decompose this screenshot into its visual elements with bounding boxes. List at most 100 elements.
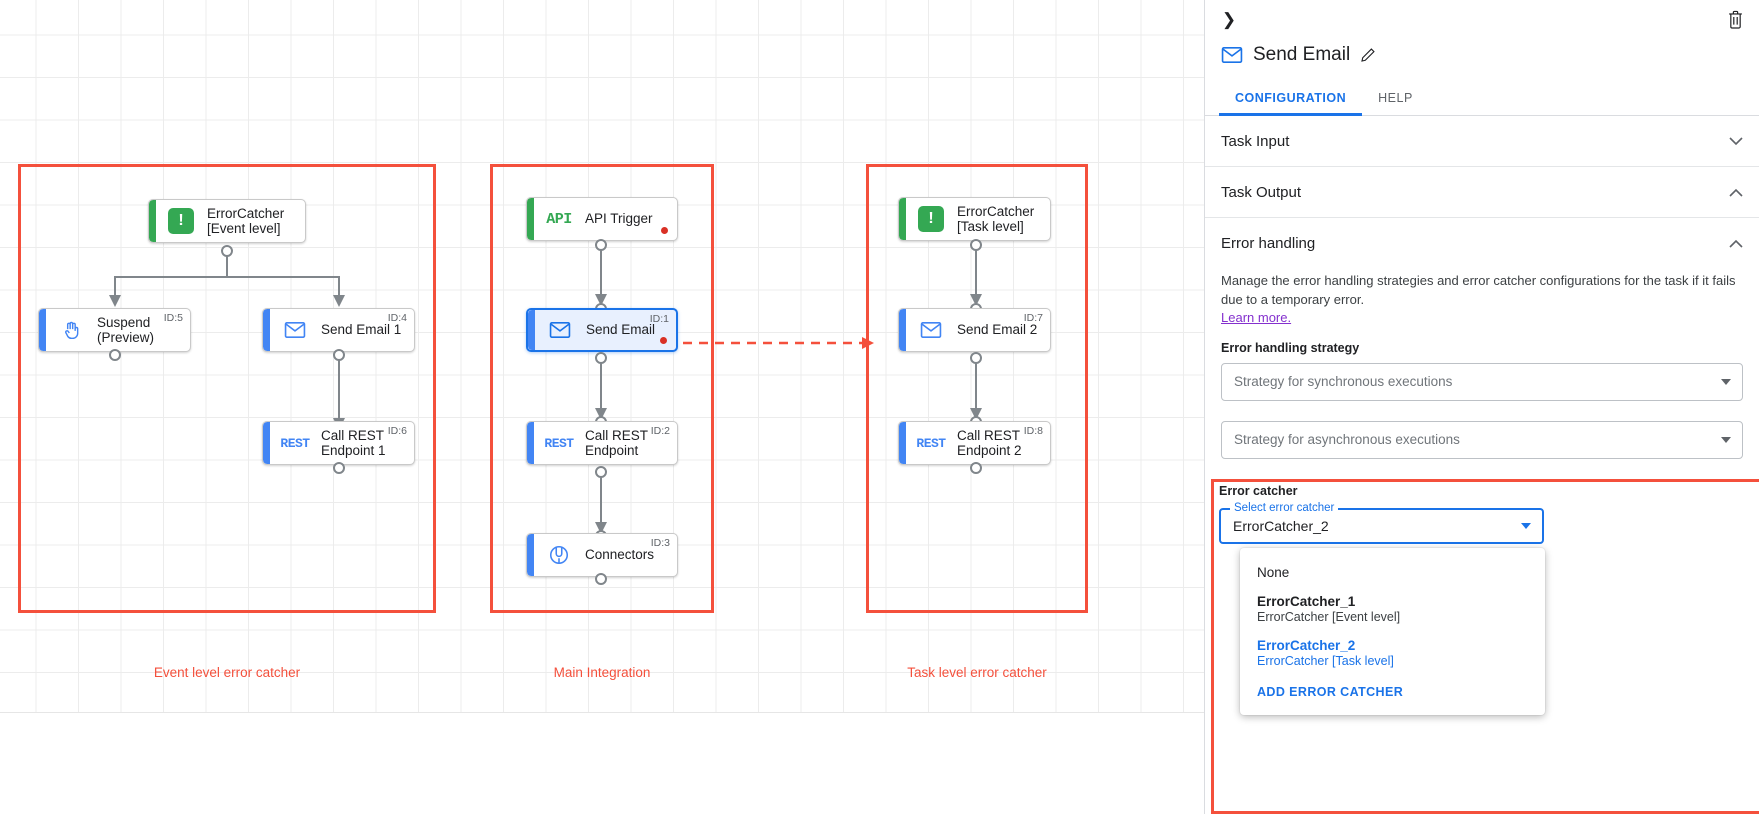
- learn-more-link[interactable]: Learn more.: [1221, 309, 1292, 325]
- section-header-task-input[interactable]: Task Input: [1221, 116, 1743, 166]
- node-id: ID:1: [649, 313, 669, 325]
- node-error-catcher-task-level[interactable]: ! ErrorCatcher [Task level]: [898, 197, 1051, 241]
- envelope-icon: [279, 317, 311, 343]
- section-title: Error handling: [1221, 234, 1316, 252]
- menu-item-primary: ErrorCatcher_1: [1257, 594, 1356, 609]
- node-id: ID:3: [650, 537, 670, 549]
- hand-icon: [55, 317, 87, 343]
- node-label: Call REST Endpoint 2: [957, 427, 1022, 458]
- delete-icon[interactable]: [1723, 7, 1747, 31]
- node-send-email[interactable]: Send Email ID:1: [526, 308, 678, 352]
- rest-icon: REST: [544, 435, 574, 451]
- caption-event-level: Event level error catcher: [153, 665, 301, 680]
- menu-item-secondary: ErrorCatcher [Task level]: [1257, 654, 1394, 668]
- port-out-error-catcher-event[interactable]: [221, 245, 233, 257]
- node-call-rest-endpoint[interactable]: REST Call REST Endpoint ID:2: [526, 421, 678, 465]
- node-stripe: [528, 310, 535, 350]
- chevron-up-icon[interactable]: [1729, 186, 1743, 199]
- menu-item-secondary: ErrorCatcher [Event level]: [1257, 610, 1401, 624]
- menu-item-none[interactable]: None: [1240, 558, 1545, 587]
- sync-strategy-select[interactable]: Strategy for synchronous executions: [1221, 362, 1743, 401]
- port-out-connectors[interactable]: [595, 573, 607, 585]
- section-title: Task Input: [1221, 132, 1290, 150]
- error-handling-body: Manage the error handling strategies and…: [1221, 268, 1743, 477]
- node-call-rest-endpoint-2[interactable]: REST Call REST Endpoint 2 ID:8: [898, 421, 1051, 465]
- port-out-error-catcher-task[interactable]: [970, 239, 982, 251]
- chevron-down-icon: [1721, 436, 1731, 443]
- node-call-rest-endpoint-1[interactable]: REST Call REST Endpoint 1 ID:6: [262, 421, 415, 465]
- node-label: Send Email 1: [321, 322, 402, 338]
- port-out-suspend[interactable]: [109, 349, 121, 361]
- node-label: Suspend (Preview): [97, 314, 155, 345]
- error-indicator-dot: [660, 337, 667, 344]
- node-stripe: [39, 309, 46, 351]
- node-label: API Trigger: [585, 211, 653, 227]
- panel-topbar: ❯: [1205, 0, 1759, 40]
- node-connectors[interactable]: Connectors ID:3: [526, 533, 678, 577]
- node-label: Send Email: [586, 322, 656, 338]
- section-header-task-output[interactable]: Task Output: [1221, 167, 1743, 217]
- section-task-output: Task Output: [1205, 167, 1759, 218]
- error-catcher-icon: !: [165, 208, 197, 234]
- error-catcher-heading: Error catcher: [1219, 484, 1298, 498]
- error-catcher-icon: !: [915, 206, 947, 232]
- node-send-email-1[interactable]: Send Email 1 ID:4: [262, 308, 415, 352]
- tab-configuration[interactable]: CONFIGURATION: [1219, 80, 1363, 116]
- node-id: ID:5: [163, 312, 183, 324]
- envelope-icon: [915, 317, 947, 343]
- node-stripe: [899, 309, 906, 351]
- menu-item-errorcatcher-2[interactable]: ErrorCatcher_2 ErrorCatcher [Task level]: [1240, 631, 1545, 675]
- menu-item-errorcatcher-1[interactable]: ErrorCatcher_1 ErrorCatcher [Event level…: [1240, 587, 1545, 631]
- node-send-email-2[interactable]: Send Email 2 ID:7: [898, 308, 1051, 352]
- connectors-icon: [543, 542, 575, 568]
- async-strategy-value: Strategy for asynchronous executions: [1234, 432, 1460, 448]
- section-header-error-handling[interactable]: Error handling: [1221, 218, 1743, 268]
- error-catcher-dropdown-menu: None ErrorCatcher_1 ErrorCatcher [Event …: [1240, 548, 1545, 715]
- canvas-bottom-band: [0, 712, 1204, 814]
- port-out-api-trigger[interactable]: [595, 239, 607, 251]
- menu-item-primary: ErrorCatcher_2: [1257, 638, 1356, 653]
- node-id: ID:6: [387, 425, 407, 437]
- group-box-event-level: [18, 164, 436, 613]
- node-stripe: [899, 198, 906, 240]
- error-handling-strategy-label: Error handling strategy: [1221, 340, 1360, 355]
- node-stripe: [527, 534, 534, 576]
- panel-title-row: Send Email: [1205, 40, 1759, 80]
- error-catcher-select[interactable]: Select error catcher ErrorCatcher_2: [1219, 502, 1544, 544]
- node-id: ID:4: [387, 312, 407, 324]
- rest-icon: REST: [916, 435, 946, 451]
- edit-pencil-icon[interactable]: [1360, 47, 1376, 63]
- port-out-send-email[interactable]: [595, 352, 607, 364]
- node-stripe: [263, 309, 270, 351]
- node-label: Send Email 2: [957, 322, 1038, 338]
- group-box-main-integration: [490, 164, 714, 613]
- port-out-call-rest-1[interactable]: [333, 462, 345, 474]
- port-out-send-email-2[interactable]: [970, 352, 982, 364]
- async-strategy-select[interactable]: Strategy for asynchronous executions: [1221, 420, 1743, 459]
- rest-icon: REST: [280, 435, 310, 451]
- envelope-icon: [1221, 46, 1243, 64]
- api-icon: API: [546, 210, 572, 228]
- chevron-up-icon[interactable]: [1729, 237, 1743, 250]
- group-box-task-level: [866, 164, 1088, 613]
- node-suspend[interactable]: Suspend (Preview) ID:5: [38, 308, 191, 352]
- error-catcher-highlight-box: [1211, 479, 1759, 814]
- node-label: ErrorCatcher [Task level]: [957, 203, 1035, 234]
- port-out-call-rest[interactable]: [595, 466, 607, 478]
- section-title: Task Output: [1221, 183, 1302, 201]
- add-error-catcher-button[interactable]: ADD ERROR CATCHER: [1257, 685, 1404, 699]
- caption-task-level: Task level error catcher: [907, 665, 1047, 680]
- port-out-call-rest-2[interactable]: [970, 462, 982, 474]
- node-id: ID:8: [1023, 425, 1043, 437]
- workflow-canvas[interactable]: ! ErrorCatcher [Event level] Suspend (Pr…: [0, 0, 1204, 814]
- caption-main-integration: Main Integration: [553, 665, 651, 680]
- node-label: Call REST Endpoint 1: [321, 427, 386, 458]
- node-error-catcher-event-level[interactable]: ! ErrorCatcher [Event level]: [148, 199, 306, 243]
- tab-help[interactable]: HELP: [1378, 90, 1413, 105]
- port-out-send-email-1[interactable]: [333, 349, 345, 361]
- node-label: ErrorCatcher [Event level]: [207, 205, 285, 236]
- node-stripe: [899, 422, 906, 464]
- chevron-down-icon[interactable]: [1729, 135, 1743, 148]
- node-api-trigger[interactable]: API API Trigger: [526, 197, 678, 241]
- collapse-panel-icon[interactable]: ❯: [1221, 10, 1237, 29]
